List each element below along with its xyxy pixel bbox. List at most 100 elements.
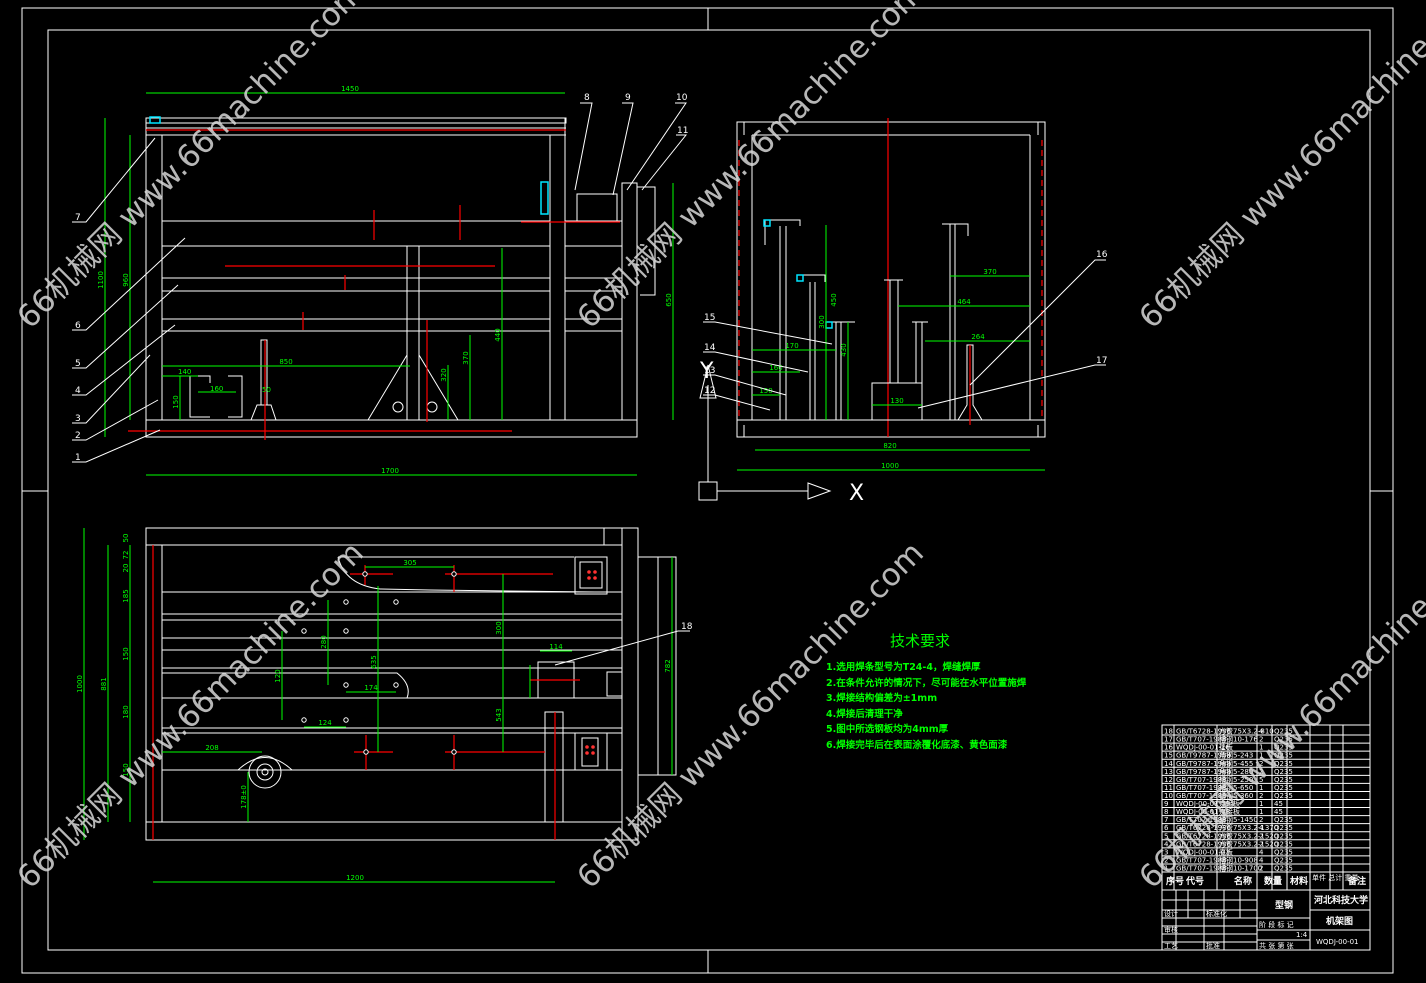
part-qty: 1 [1259, 808, 1263, 816]
tech-req-item: 4.焊接后清理干净 [826, 708, 903, 720]
dim-side-d8: 430 [840, 343, 848, 356]
part-name: 槽钢10-908 [1219, 855, 1258, 864]
part-name: 角钢5-243 [1219, 751, 1253, 760]
dim-w1: 140 [178, 368, 191, 376]
part-qty: 2 [1259, 865, 1263, 873]
dim-top-inner-height: 881 [100, 677, 108, 690]
dim-side-d4: 170 [785, 342, 798, 350]
part-qty: 1 [1259, 752, 1263, 760]
side-view: 1000 820 370 464 264 170 160 150 300 430… [703, 118, 1108, 471]
part-code: WQDJ-00-01-03 [1176, 848, 1230, 856]
scale: 1:4 [1296, 931, 1308, 939]
dim-w4: 50 [262, 386, 271, 394]
balloon-3: 3 [75, 414, 81, 424]
balloon-15: 15 [704, 313, 715, 323]
part-mat: Q235 [1274, 768, 1293, 776]
balloon-4: 4 [75, 386, 81, 396]
axis-y-label: Y [699, 359, 714, 384]
part-name: 角钢5-455 [1219, 759, 1253, 768]
part-no: 8 [1164, 808, 1168, 816]
part-code: GB/T707-1988 [1176, 792, 1227, 800]
dim-h2: 370 [462, 351, 470, 364]
part-qty: 2 [1259, 840, 1263, 848]
dim-top-d11: 178±0 [240, 785, 248, 809]
balloon-1: 1 [75, 453, 81, 463]
dim-top-s4: 185 [122, 589, 130, 602]
label-process: 工艺 [1164, 942, 1178, 950]
dim-top-s3: 20 [122, 564, 130, 573]
part-no: 18 [1164, 728, 1173, 736]
label-design: 设计 [1164, 909, 1178, 918]
header-remark: 备注 [1347, 875, 1366, 887]
dim-right-height: 650 [665, 293, 673, 306]
part-no: 12 [1164, 776, 1173, 784]
ucs-axes: Y X [698, 359, 864, 506]
watermark: 66机械网 www.66machine.com [10, 0, 371, 336]
part-no: 3 [1164, 848, 1168, 856]
watermark: 66机械网 www.66machine.com [10, 535, 371, 896]
watermark: 66机械网 www.66machine.com [1132, 0, 1426, 336]
dim-top-s6: 180 [122, 705, 130, 718]
dim-top-d6: 543 [495, 708, 503, 721]
part-name: 方管75X3.2-1520 [1219, 831, 1278, 840]
balloon-9: 9 [625, 93, 631, 103]
part-code: GB/T6728-1986 [1176, 840, 1232, 848]
part-name: 连接板 [1219, 807, 1240, 816]
part-name: 连接板 [1219, 799, 1240, 808]
part-code: GB/T9787-1988 [1176, 752, 1231, 760]
balloon-7: 7 [75, 213, 81, 223]
drawing-frame [21, 7, 1394, 974]
part-name: 槽钢5-1450 [1219, 815, 1258, 824]
part-name: 底板 [1219, 847, 1233, 856]
tech-req-item: 3.焊接结构偏差为±1mm [826, 692, 937, 704]
dim-inner-span: 850 [279, 358, 292, 366]
part-code: GB/T6728-1986 [1176, 832, 1232, 840]
part-code: GB/T9787-1988 [1176, 760, 1231, 768]
part-qty: 2 [1259, 816, 1263, 824]
balloon-10: 10 [676, 93, 688, 103]
material: 型钢 [1275, 899, 1293, 911]
label-sheets: 共 张 第 张 [1259, 941, 1294, 950]
part-code: WQDJ-00-01-08 [1176, 808, 1230, 816]
part-code: GB/T707-1988 [1176, 856, 1227, 864]
balloon-11: 11 [677, 126, 688, 136]
header-material: 材料 [1289, 875, 1308, 887]
part-mat: Q235 [1274, 865, 1293, 873]
dim-w3: 150 [172, 395, 180, 408]
dim-frame-height: 960 [122, 273, 130, 286]
dim-top-d3: 124 [318, 719, 332, 727]
part-mat: Q235 [1274, 776, 1293, 784]
header-name: 名称 [1234, 875, 1252, 887]
dim-top-d9: 120 [274, 669, 282, 682]
balloon-18: 18 [681, 622, 693, 632]
dim-top-s5: 150 [122, 647, 130, 660]
part-qty: 2 [1259, 736, 1263, 744]
part-code: GB/T707-1988 [1176, 736, 1227, 744]
part-code: GB/T6728-1986 [1176, 824, 1232, 832]
balloon-5: 5 [75, 359, 81, 369]
part-mat: 45 [1274, 800, 1283, 808]
part-name: 槽钢5-650 [1219, 783, 1253, 792]
dim-top-d8: 208 [205, 744, 218, 752]
part-name: 方管75X3.2-1370 [1219, 823, 1278, 832]
tech-req-item: 5.图中所选钢板均为4mm厚 [826, 723, 949, 735]
dim-top-bottom-width: 1200 [346, 874, 364, 882]
part-code: GB/T707-1988 [1176, 865, 1227, 873]
dim-side-d5: 160 [769, 364, 782, 372]
part-qty: 2 [1259, 832, 1263, 840]
part-qty: 2 [1259, 760, 1263, 768]
part-no: 7 [1164, 816, 1168, 824]
part-qty: 2 [1259, 792, 1263, 800]
part-name: 方管75X3.2-1520 [1219, 839, 1278, 848]
dim-top-d2: 174 [364, 684, 378, 692]
dim-h3: 320 [440, 368, 448, 381]
header-weight: 单件 总计 重量 [1312, 873, 1358, 882]
part-no: 6 [1164, 824, 1169, 832]
part-mat: Q235 [1274, 736, 1293, 744]
part-no: 14 [1164, 760, 1173, 768]
part-mat: Q235 [1274, 832, 1293, 840]
part-qty: 4 [1259, 728, 1264, 736]
